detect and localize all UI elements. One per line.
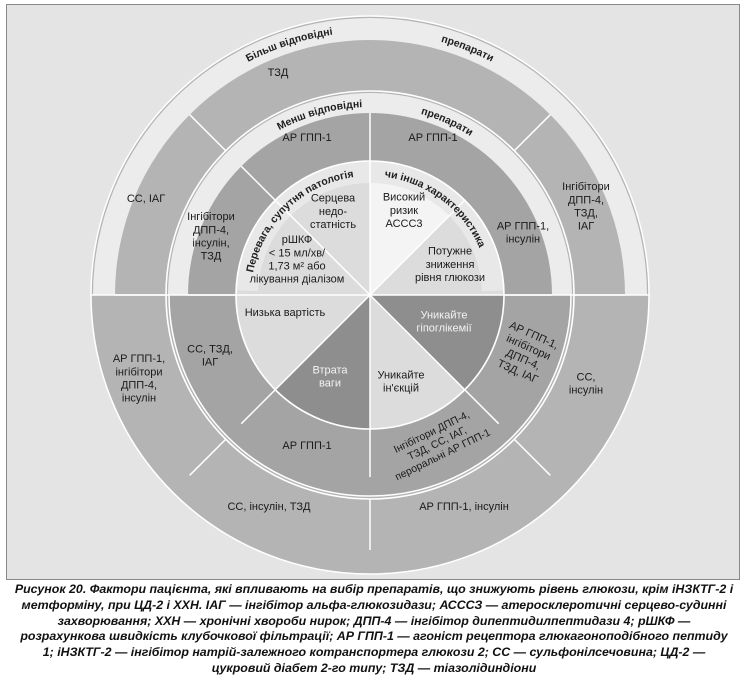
figure-caption: Рисунок 20. Фактори пацієнта, які вплива… [14, 582, 734, 675]
center-spoke [369, 294, 466, 391]
middle-boundary [165, 90, 575, 500]
priority-heading-band [236, 160, 504, 292]
outer-spoke [513, 114, 551, 152]
center-spoke [274, 294, 371, 391]
label-mid-risk: АР ГПП-1 [408, 132, 457, 144]
middle-heading-band [168, 93, 572, 295]
center-boundary [235, 160, 505, 430]
label-out-ckd: СС, ІАГ [127, 193, 165, 205]
center-sector-low-cost [236, 295, 370, 390]
center-sector-weight-loss [275, 295, 370, 429]
outer-spoke [189, 438, 227, 476]
outer-spoke [189, 114, 227, 152]
label-low-cost: Низька вартість [245, 307, 326, 319]
label-mid-weight: АР ГПП-1 [282, 440, 331, 452]
center-sector-avoid-injections [370, 295, 465, 430]
middle-spoke [240, 165, 276, 201]
label-out-hf-risk: ТЗД [268, 67, 289, 79]
center-spoke [369, 199, 466, 296]
middle-spoke [464, 389, 500, 425]
label-out-hypo: СС,інсулін [569, 371, 603, 396]
label-out-injections: АР ГПП-1, інсулін [419, 501, 509, 513]
middle-spoke [240, 389, 276, 425]
outer-spoke [513, 438, 551, 476]
center-spoke [274, 199, 371, 296]
label-mid-strong: АР ГПП-1,інсулін [497, 220, 549, 245]
label-mid-cost: СС, ТЗД,ІАГ [187, 343, 233, 368]
label-mid-hf: АР ГПП-1 [282, 132, 331, 144]
label-out-weight: СС, інсулін, ТЗД [227, 501, 311, 513]
center-sector-avoid-hypo [370, 295, 504, 390]
